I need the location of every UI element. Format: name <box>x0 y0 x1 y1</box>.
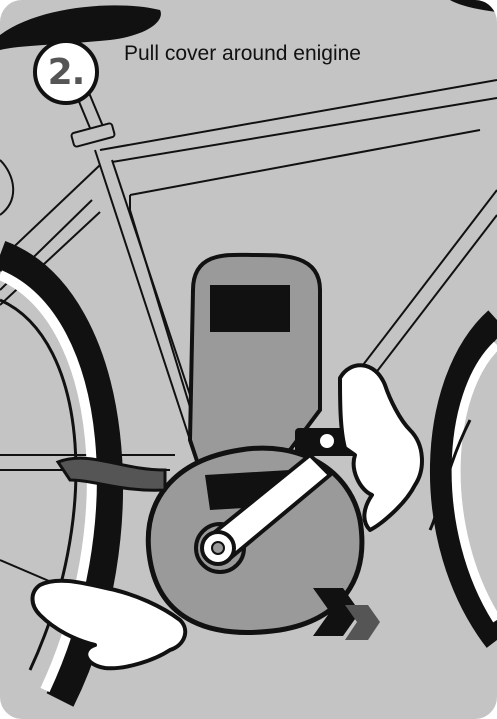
step-caption: Pull cover around enigine <box>124 42 361 66</box>
front-wheel-icon <box>430 320 497 640</box>
cover-label <box>210 285 290 332</box>
strap-icon <box>58 458 165 490</box>
handlebar-icon <box>450 0 497 12</box>
step-number: 2. <box>48 52 85 93</box>
step-number-badge: 2. <box>33 39 99 105</box>
